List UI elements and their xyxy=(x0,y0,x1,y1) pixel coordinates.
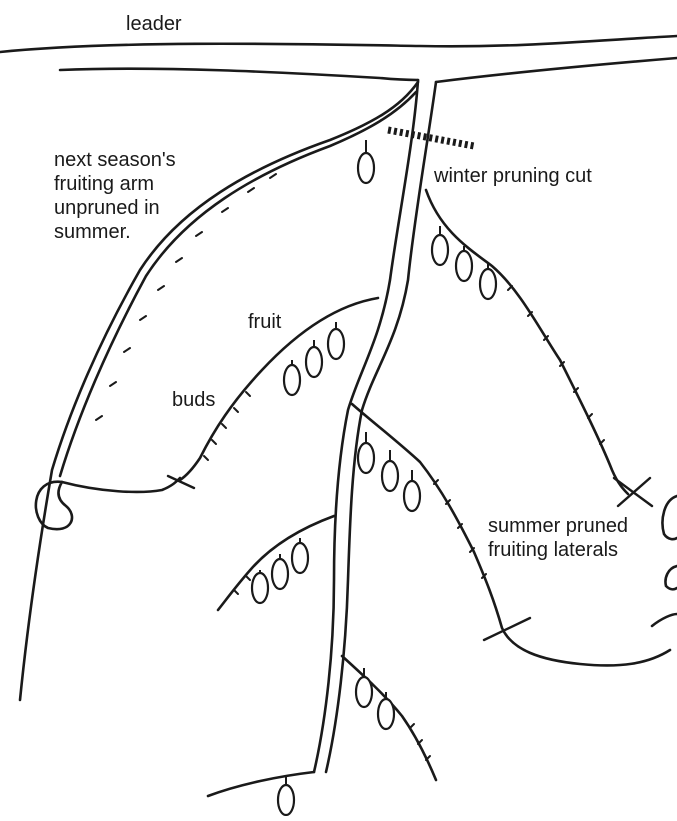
fruit xyxy=(284,365,300,395)
fruit xyxy=(358,443,374,473)
fruit xyxy=(480,269,496,299)
leader-label: leader xyxy=(126,12,182,36)
fruit xyxy=(306,347,322,377)
next-season-arm-label: next season's fruiting arm unpruned in s… xyxy=(54,148,176,244)
fruit xyxy=(358,153,374,183)
fruit xyxy=(456,251,472,281)
winter-pruning-cut-mark xyxy=(388,130,474,146)
leader-branch xyxy=(0,36,677,82)
central-trunk xyxy=(314,80,436,772)
bottom-left-lateral xyxy=(208,772,314,796)
fruit xyxy=(272,559,288,589)
fruit xyxy=(356,677,372,707)
fruit-label: fruit xyxy=(248,310,281,334)
fruit xyxy=(382,461,398,491)
fruit xyxy=(432,235,448,265)
fruit xyxy=(292,543,308,573)
buds-label: buds xyxy=(172,388,215,412)
winter-pruning-cut-label: winter pruning cut xyxy=(434,164,592,188)
bud-marks xyxy=(96,174,604,760)
fruit xyxy=(328,329,344,359)
fruit xyxy=(378,699,394,729)
fruit-group xyxy=(252,153,496,815)
fruit xyxy=(278,785,294,815)
fruit xyxy=(404,481,420,511)
edge-partial-branches xyxy=(652,496,677,626)
summer-pruned-label: summer pruned fruiting laterals xyxy=(488,514,628,562)
right-upper-lateral xyxy=(426,190,628,494)
fruit xyxy=(252,573,268,603)
